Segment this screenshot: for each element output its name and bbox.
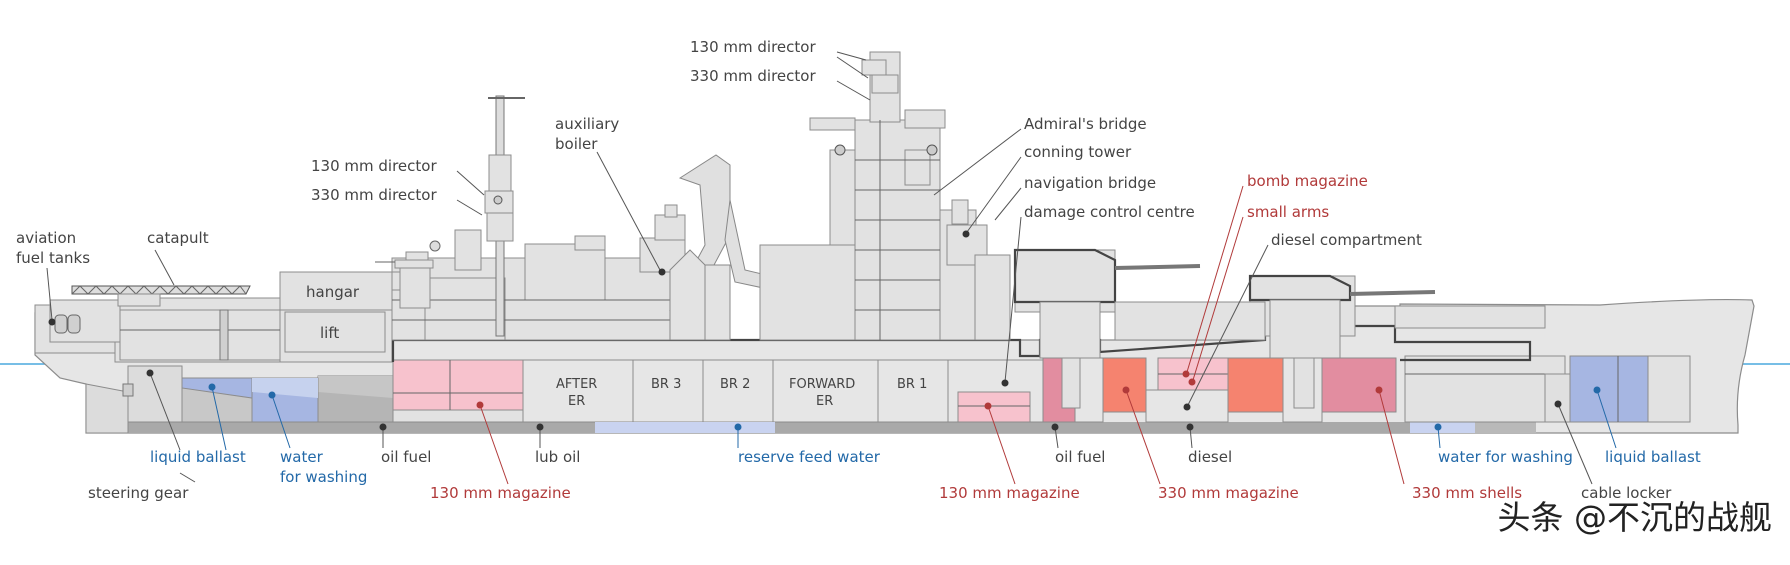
label-for-washing-aft: for washing [280,468,367,486]
label-330-shells: 330 mm shells [1412,484,1522,502]
double-bottom [120,422,1535,433]
magazine-130-aft [392,359,524,411]
label-damage-control: damage control centre [1024,203,1195,221]
label-forward-er-1: FORWARD [789,377,855,392]
label-oil-fuel-aft: oil fuel [381,448,431,466]
label-liquid-ballast-aft: liquid ballast [150,448,246,466]
after-er [522,359,634,423]
tank-liquid-ballast-fwd [1569,355,1649,423]
aft-tanks [181,377,319,423]
label-conning-tower: conning tower [1024,143,1132,161]
label-330-magazine: 330 mm magazine [1158,484,1299,502]
label-130-magazine-fwd: 130 mm magazine [939,484,1080,502]
label-reserve-feed-water: reserve feed water [738,448,881,466]
label-after-er-1: AFTER [556,377,597,392]
label-catapult: catapult [147,229,209,247]
label-boiler: boiler [555,135,598,153]
label-lift: lift [320,324,339,342]
br3 [632,359,704,423]
label-130-director-top: 130 mm director [690,38,816,56]
label-130-magazine-aft: 130 mm magazine [430,484,571,502]
label-diesel: diesel [1188,448,1232,466]
machinery [392,355,1691,433]
label-small-arms: small arms [1247,203,1329,221]
br2 [702,359,774,423]
label-diesel-compartment: diesel compartment [1271,231,1422,249]
label-br2: BR 2 [720,377,750,392]
label-water-aft: water [280,448,324,466]
shells-330 [1321,357,1397,413]
watermark: 头条 @不沉的战舰 [1497,498,1773,537]
label-br1: BR 1 [897,377,927,392]
label-forward-er-2: ER [816,394,833,409]
label-steering-gear: steering gear [88,484,189,502]
label-oil-fuel-fwd: oil fuel [1055,448,1105,466]
forward-er [772,359,879,423]
label-auxiliary: auxiliary [555,115,619,133]
magazine-130-fwd [957,391,1031,423]
magazine-330 [1102,357,1147,413]
label-cable-locker: cable locker [1581,484,1672,502]
label-aviation: aviation [16,229,76,247]
label-fuel-tanks: fuel tanks [16,249,90,267]
label-lub-oil: lub oil [535,448,580,466]
label-liquid-ballast-fwd: liquid ballast [1605,448,1701,466]
br1 [877,359,949,423]
superstructure [49,51,1546,409]
label-br3: BR 3 [651,377,681,392]
label-130-director-mid: 130 mm director [311,157,437,175]
label-water-washing-fwd: water for washing [1438,448,1573,466]
label-navigation-bridge: navigation bridge [1024,174,1156,192]
label-hangar: hangar [306,283,360,301]
label-330-director-top: 330 mm director [690,67,816,85]
leaders [46,51,1617,485]
label-bomb-magazine: bomb magazine [1247,172,1368,190]
label-330-director-mid: 330 mm director [311,186,437,204]
label-after-er-2: ER [568,394,585,409]
label-admirals-bridge: Admiral's bridge [1024,115,1147,133]
labels: 130 mm director 330 mm director 130 mm d… [16,38,1701,502]
